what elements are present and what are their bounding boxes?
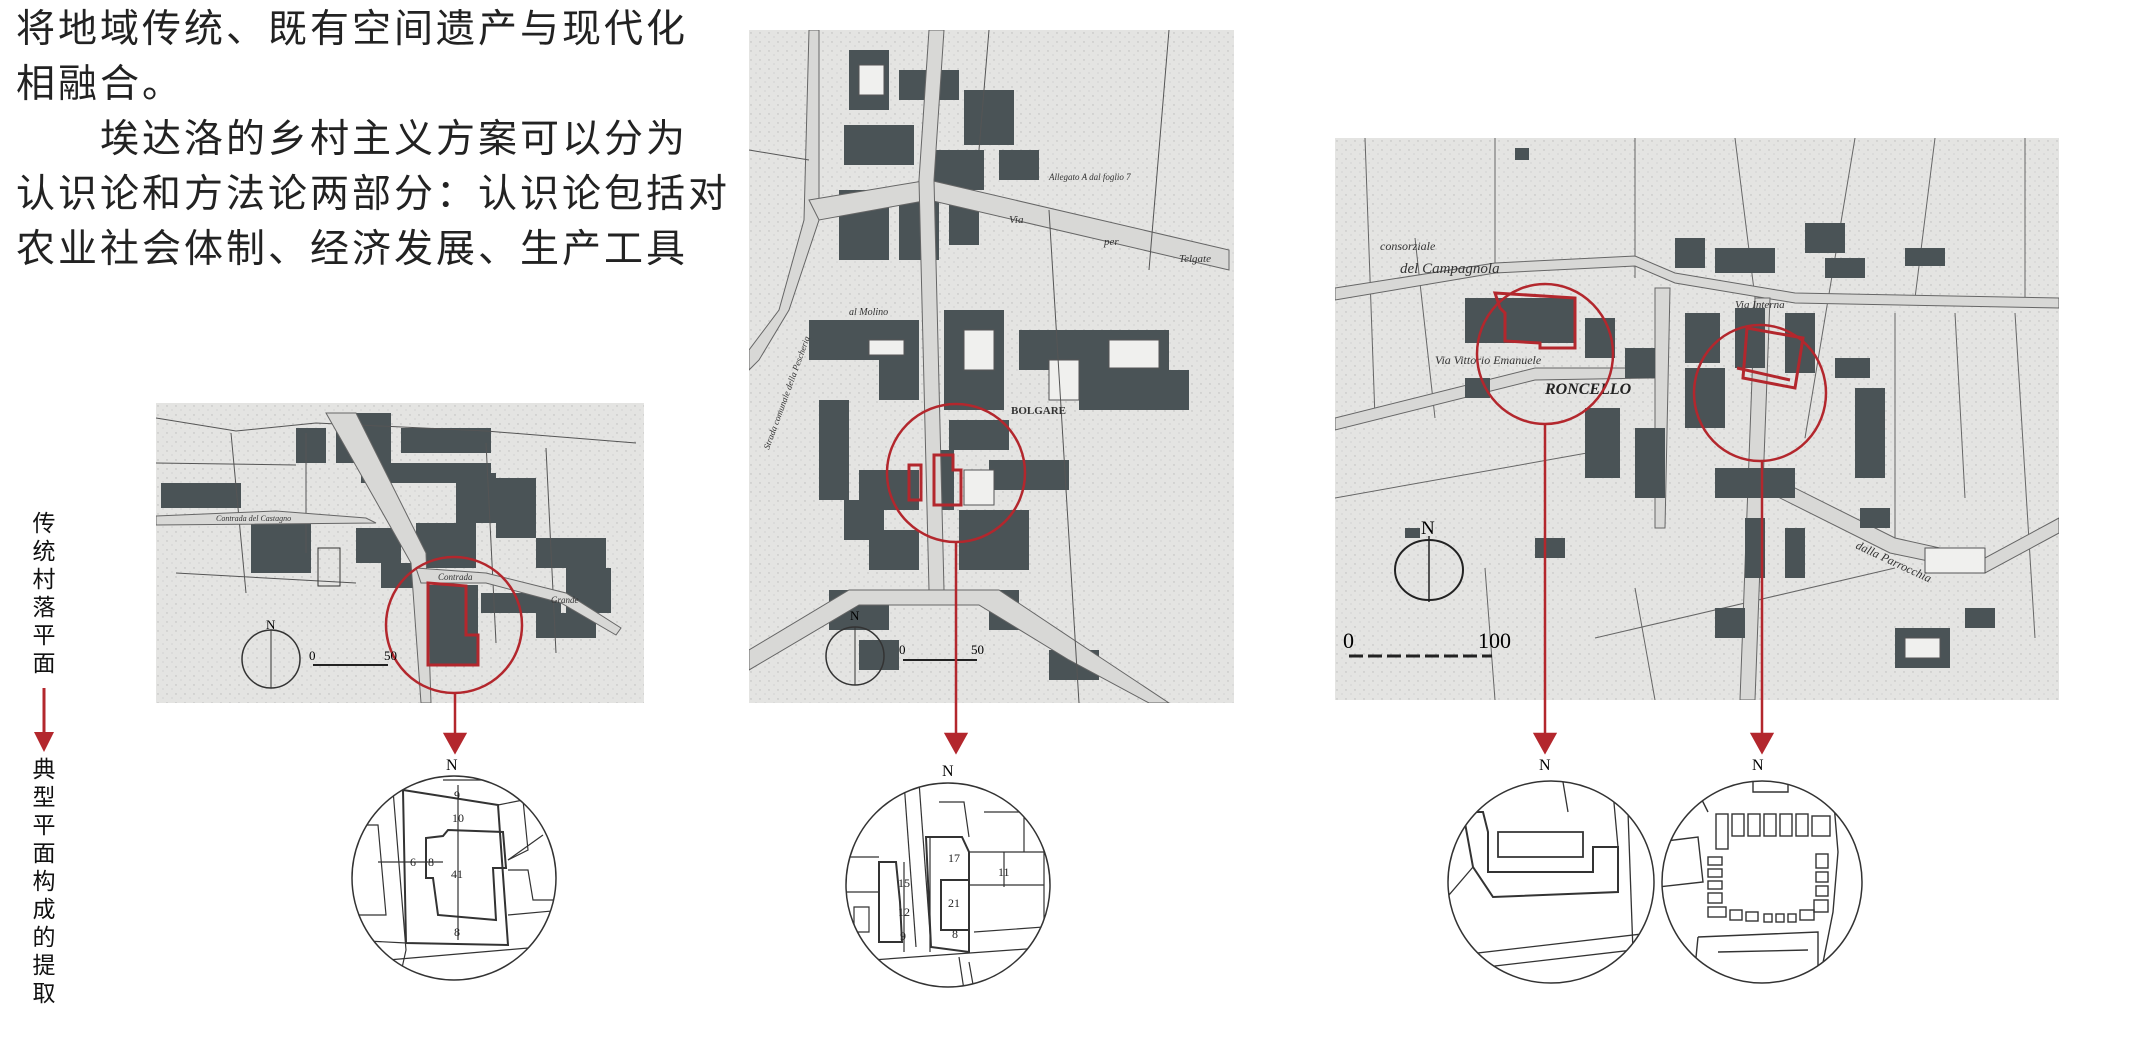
body-text-line: 埃达洛的乡村主义方案可以分为 [16,117,689,162]
street-label: Via Interna [1735,299,1785,311]
scale-start: 0 [309,648,316,663]
body-text-line: 相融合。 [16,62,185,107]
highlighted-building [1492,291,1577,350]
village-map-3: del Campagnola consorziale RONCELLO Via … [1335,138,2059,700]
side-caption-bottom: 典型平面构成的提取 [32,757,56,1007]
street-label: Via Vittorio Emanuele [1435,353,1542,367]
compass-icon [241,629,301,689]
highlight-circle [1692,323,1828,463]
north-label: N [850,608,860,623]
detail-circle [351,775,557,981]
detail-circle [1661,780,1863,984]
scale-end: 50 [971,642,984,657]
north-label: N [1539,757,1551,774]
dimension-label: 10 [452,811,464,825]
arrow-head-icon [1532,732,1558,755]
street-label: Contrada del Castagno [216,514,291,523]
dimension-label: 11 [998,865,1010,879]
dimension-label: 41 [451,867,463,881]
street-label: Grande [551,595,579,605]
body-text-line: 认识论和方法论两部分：认识论包括对 [16,172,731,217]
detail-circle [845,782,1051,988]
dimension-label: 8 [428,855,434,869]
body-text-line: 农业社会体制、经济发展、生产工具 [16,227,689,272]
north-label: N [446,757,458,774]
north-label: N [1752,757,1764,774]
village-map-2: Allegato A dal foglio 7 Via per Telgate … [749,30,1234,703]
arrow-head-icon [1749,732,1775,755]
detail-plan-2: N 17 11 15 21 12 9 8 [845,763,1051,988]
street-label: consorziale [1380,239,1436,253]
north-label: N [1421,518,1435,539]
scale-end: 100 [1478,628,1511,653]
north-label: N [266,617,276,632]
dimension-label: 17 [948,851,960,865]
highlighted-building [932,453,963,507]
detail-plan-1: N 9 10 6 8 41 8 [351,757,557,981]
highlighted-building [907,463,923,502]
dimension-label: 15 [898,876,910,890]
dimension-label: 21 [948,896,960,910]
scale-end: 50 [384,648,397,663]
scale-start: 0 [899,642,906,657]
detail-plan-3b: N [1661,757,1863,984]
compass-icon [825,626,885,686]
scale-start: 0 [1343,628,1354,653]
street-label: del Campagnola [1400,261,1500,277]
dimension-label: 12 [898,905,910,919]
detail-circle [1447,780,1655,984]
compass-icon [1394,536,1464,602]
dimension-label: 8 [454,925,460,939]
arrow-head-icon [943,732,969,755]
highlighted-building [426,581,480,667]
street-label: Via [1009,214,1024,226]
dimension-label: 9 [900,929,906,943]
side-caption-top: 传统村落平面 [32,511,56,677]
street-label: per [1103,236,1119,248]
dimension-label: 9 [454,788,460,802]
body-text-line: 将地域传统、既有空间遗产与现代化 [16,7,689,52]
street-label: Telgate [1179,253,1211,265]
street-label: Contrada [438,572,473,582]
village-map-1: Contrada Grande Contrada del Castagno N … [156,403,644,703]
down-arrow-icon [34,688,54,752]
village-name: RONCELLO [1544,381,1632,398]
highlighted-building [1736,326,1805,390]
north-label: N [942,763,954,780]
map-annotation: Allegato A dal foglio 7 [1048,172,1131,182]
street-label: al Molino [849,307,888,318]
dimension-label: 8 [952,927,958,941]
detail-plan-3a: N [1447,757,1655,984]
village-name: BOLGARE [1011,405,1066,417]
dimension-label: 6 [410,855,416,869]
